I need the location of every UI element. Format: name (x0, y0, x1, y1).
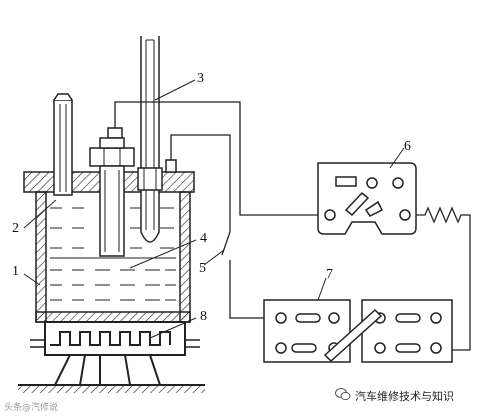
ground-base (18, 354, 205, 393)
callout-7: 7 (326, 267, 333, 282)
sensor-probe (89, 127, 135, 257)
callout-1: 1 (12, 264, 19, 279)
leader-lines (23, 79, 405, 339)
callout-4: 4 (200, 231, 207, 246)
wiring (114, 101, 471, 351)
watermark-left: 头条@汽修说 (4, 403, 59, 413)
callout-2: 2 (12, 221, 19, 236)
watermark-right: 汽车维修技术与知识 (355, 390, 454, 403)
bridge-link (323, 308, 383, 363)
callout-5: 5 (199, 261, 206, 276)
thermometer (137, 36, 177, 243)
callout-8: 8 (200, 309, 207, 324)
rod-element (53, 93, 73, 196)
electric-heater (30, 321, 200, 356)
callout-6: 6 (404, 139, 411, 154)
liquid (50, 207, 176, 301)
terminal-block-7 (263, 299, 351, 363)
terminal-block-right (361, 299, 453, 363)
relay-unit-6 (317, 162, 417, 235)
callout-3: 3 (197, 71, 204, 86)
wechat-logo-icon (335, 388, 351, 400)
